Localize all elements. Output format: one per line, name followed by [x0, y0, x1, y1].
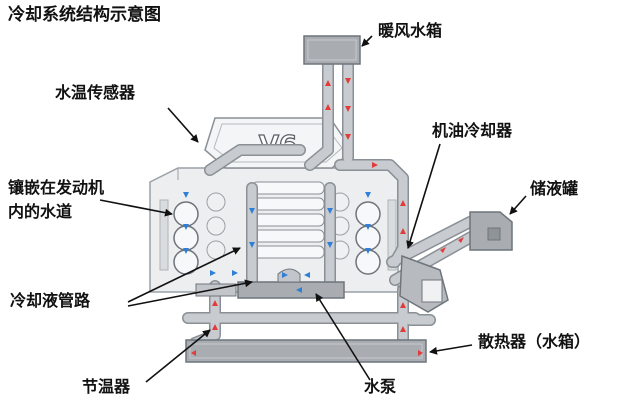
label-heater-core: 暖风水箱: [378, 21, 443, 40]
reservoir-tank: [469, 211, 513, 251]
label-water-jacket: 镶嵌在发动机 内的水道: [8, 176, 104, 224]
label-oil-cooler: 机油冷却器: [432, 121, 513, 140]
oil-cooler: [399, 254, 449, 313]
label-reservoir: 储液罐: [530, 179, 579, 198]
heater-core: [303, 35, 361, 65]
hot-flow-arrows: [191, 78, 464, 356]
label-thermostat: 节温器: [82, 377, 131, 396]
cold-flow-arrows: [183, 192, 371, 293]
label-coolant-pipe: 冷却液管路: [10, 291, 91, 310]
diagram-title: 冷却系统结构示意图: [8, 5, 161, 25]
engine-fins: [251, 181, 325, 259]
label-water-jacket-line1: 镶嵌在发动机: [8, 178, 105, 197]
label-water-pump: 水泵: [364, 377, 397, 396]
label-radiator: 散热器（水箱）: [478, 332, 591, 351]
label-temp-sensor: 水温传感器: [55, 83, 136, 102]
leader-lines: [99, 35, 527, 383]
cylinders-left: [173, 192, 226, 275]
radiator: [185, 339, 427, 363]
label-water-jacket-line2: 内的水道: [8, 202, 73, 221]
